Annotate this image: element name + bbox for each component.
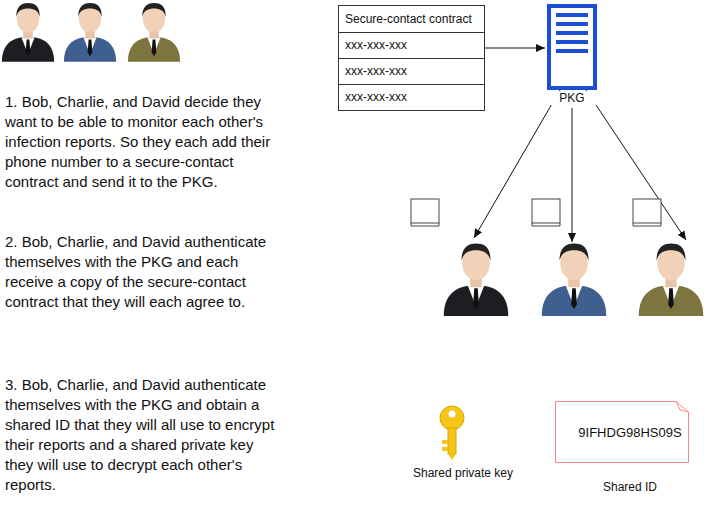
contract-table: Secure-contact contractxxx-xxx-xxxxxx-xx… bbox=[338, 5, 485, 111]
table-cell: xxx-xxx-xxx bbox=[339, 84, 484, 110]
connector-arrow bbox=[485, 48, 545, 49]
server-label: PKG bbox=[546, 91, 598, 105]
server-slot bbox=[556, 40, 588, 44]
server-slot bbox=[556, 22, 588, 26]
server-icon bbox=[546, 3, 598, 91]
table-header: Secure-contact contract bbox=[339, 6, 484, 32]
document-icon bbox=[633, 199, 661, 226]
step-text: 3. Bob, Charlie, and David authenticate … bbox=[5, 375, 283, 495]
server-slot bbox=[556, 31, 588, 35]
key-caption: Shared private key bbox=[413, 466, 513, 480]
table-cell: xxx-xxx-xxx bbox=[339, 58, 484, 84]
shared-id-value: 9IFHDG98HS09S bbox=[554, 425, 706, 440]
document-fold bbox=[676, 402, 689, 413]
arrow-line bbox=[572, 108, 573, 242]
person-icon bbox=[2, 3, 54, 62]
server-body bbox=[549, 6, 595, 88]
server-slot bbox=[556, 49, 588, 53]
person-icon bbox=[639, 243, 703, 316]
document-caption: Shared ID bbox=[554, 480, 706, 494]
key-icon bbox=[440, 406, 464, 460]
person-icon bbox=[444, 243, 508, 316]
step-text: 2. Bob, Charlie, and David authenticate … bbox=[5, 232, 283, 312]
server-node: PKG bbox=[546, 3, 598, 107]
document-icon bbox=[532, 199, 560, 226]
table-cell: xxx-xxx-xxx bbox=[339, 32, 484, 58]
person-icon bbox=[64, 3, 116, 62]
document-icon bbox=[411, 199, 439, 226]
arrow-line bbox=[586, 90, 686, 240]
person-icon bbox=[542, 243, 606, 316]
id-document: 9IFHDG98HS09S Shared ID bbox=[554, 400, 706, 500]
server-slot bbox=[556, 13, 588, 17]
arrow-line bbox=[474, 90, 560, 238]
step-text: 1. Bob, Charlie, and David decide they w… bbox=[5, 92, 283, 192]
person-icon bbox=[128, 3, 180, 62]
